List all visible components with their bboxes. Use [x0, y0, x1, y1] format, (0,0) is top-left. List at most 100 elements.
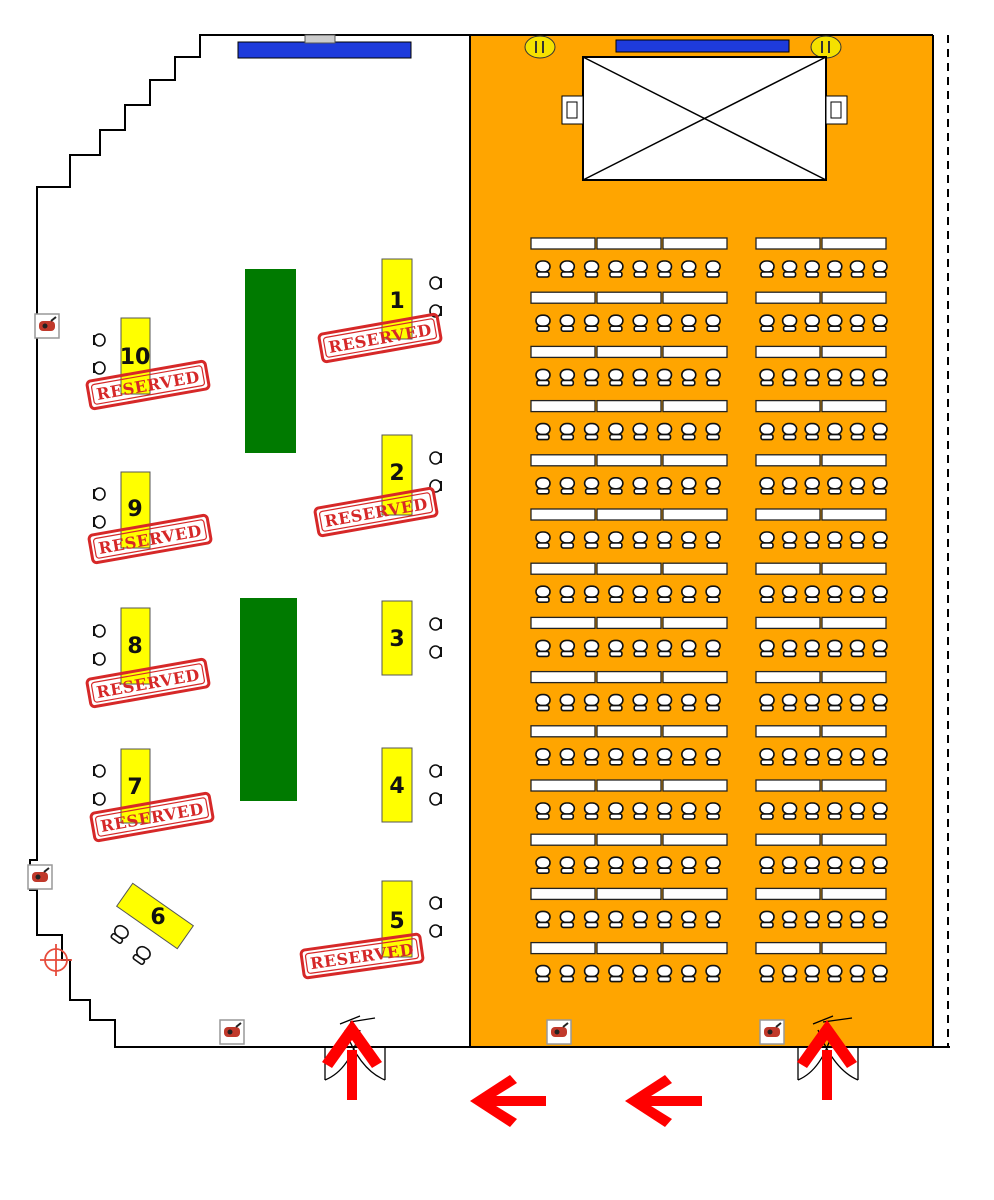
chair-icon	[849, 314, 866, 333]
chair-icon	[559, 260, 576, 278]
stand-number: 4	[389, 774, 404, 799]
chair-icon	[872, 531, 888, 549]
direction-arrow-icon	[470, 1075, 546, 1127]
chair-icon	[680, 368, 697, 387]
chair-icon	[559, 856, 576, 875]
seating-table	[755, 454, 821, 467]
chair-icon	[583, 964, 600, 983]
stand-number: 9	[127, 497, 142, 522]
chair-icon	[781, 260, 798, 278]
chair-icon	[826, 802, 843, 820]
chair-icon	[535, 856, 551, 875]
chair-icon	[705, 964, 721, 983]
chair-icon	[759, 314, 775, 333]
buffet-table	[245, 269, 296, 453]
seating-table	[662, 833, 728, 846]
chair-icon	[535, 476, 551, 495]
stand-5[interactable]: 5 RESERVED	[299, 880, 442, 980]
stand-10[interactable]: 10 RESERVED	[84, 317, 212, 411]
seating-table	[755, 345, 821, 359]
seating-table	[530, 670, 596, 684]
chair-icon	[849, 856, 866, 875]
chair-icon	[535, 314, 551, 333]
stand-3[interactable]: 3	[381, 600, 442, 676]
chair-icon	[705, 476, 721, 495]
chair-icon	[535, 368, 551, 387]
chair-icon	[608, 964, 624, 983]
chair-icon	[781, 531, 798, 549]
chair-icon	[826, 585, 843, 604]
chair-icon	[608, 585, 624, 604]
seating-table	[755, 508, 821, 521]
stand-6[interactable]: 6	[108, 882, 195, 967]
stand-4[interactable]: 4	[381, 747, 442, 823]
seating-table	[821, 779, 887, 792]
seating-table	[596, 562, 662, 575]
chair-icon	[849, 964, 866, 983]
chair-icon	[632, 585, 649, 604]
seating-table	[530, 562, 596, 575]
chair-icon	[656, 856, 673, 875]
seating-table	[662, 562, 728, 575]
seating-table	[821, 725, 887, 738]
seating-table	[530, 941, 596, 955]
stand-number: 2	[389, 461, 404, 486]
chair-icon	[849, 639, 866, 658]
chair-icon	[804, 747, 821, 766]
seating-table	[530, 345, 596, 359]
chair-icon	[559, 314, 576, 333]
chair-icon	[632, 856, 649, 875]
chair-icon	[656, 693, 673, 712]
chair-icon	[429, 764, 442, 778]
seating-table	[755, 291, 821, 304]
stand-8[interactable]: 8 RESERVED	[84, 607, 212, 709]
seating-table	[530, 291, 596, 304]
left-room-wall	[29, 34, 471, 1048]
stand-number: 8	[127, 634, 142, 659]
chair-icon	[705, 856, 721, 875]
fire-extinguisher-icon	[546, 1019, 572, 1045]
chair-icon	[826, 314, 843, 333]
main-screen	[615, 39, 790, 53]
direction-arrow-icon	[625, 1075, 702, 1127]
stand-2[interactable]: 2 RESERVED	[312, 434, 442, 538]
chair-icon	[559, 422, 576, 441]
fire-extinguisher-icon	[27, 864, 53, 890]
seating-table	[662, 454, 728, 467]
seating-table	[596, 291, 662, 304]
chair-icon	[872, 910, 888, 929]
chair-icon	[93, 515, 106, 529]
chair-icon	[705, 639, 721, 658]
chair-icon	[632, 639, 649, 658]
stand-1[interactable]: 1 RESERVED	[316, 258, 444, 364]
stand-9[interactable]: 9 RESERVED	[86, 471, 214, 565]
chair-icon	[872, 802, 888, 820]
chair-icon	[759, 693, 775, 712]
seating-table	[821, 345, 887, 359]
chair-icon	[429, 792, 442, 806]
chair-icon	[583, 260, 600, 278]
chair-icon	[849, 368, 866, 387]
chair-icon	[608, 639, 624, 658]
chair-icon	[656, 531, 673, 549]
seating-table	[596, 508, 662, 521]
chair-icon	[535, 910, 551, 929]
chair-icon	[826, 422, 843, 441]
chair-icon	[804, 585, 821, 604]
chair-icon	[781, 856, 798, 875]
chair-icon	[872, 260, 888, 278]
reserved-stamp: RESERVED	[312, 486, 440, 538]
seating-table	[821, 291, 887, 304]
stand-7[interactable]: 7 RESERVED	[88, 748, 216, 843]
chair-icon	[583, 422, 600, 441]
chair-icon	[608, 422, 624, 441]
chair-icon	[849, 585, 866, 604]
chair-icon	[559, 747, 576, 766]
chair-icon	[781, 802, 798, 820]
seating-table	[662, 941, 728, 955]
chair-icon	[759, 639, 775, 658]
chair-icon	[849, 531, 866, 549]
seating-table	[755, 616, 821, 630]
seating-table	[596, 779, 662, 792]
chair-icon	[656, 639, 673, 658]
